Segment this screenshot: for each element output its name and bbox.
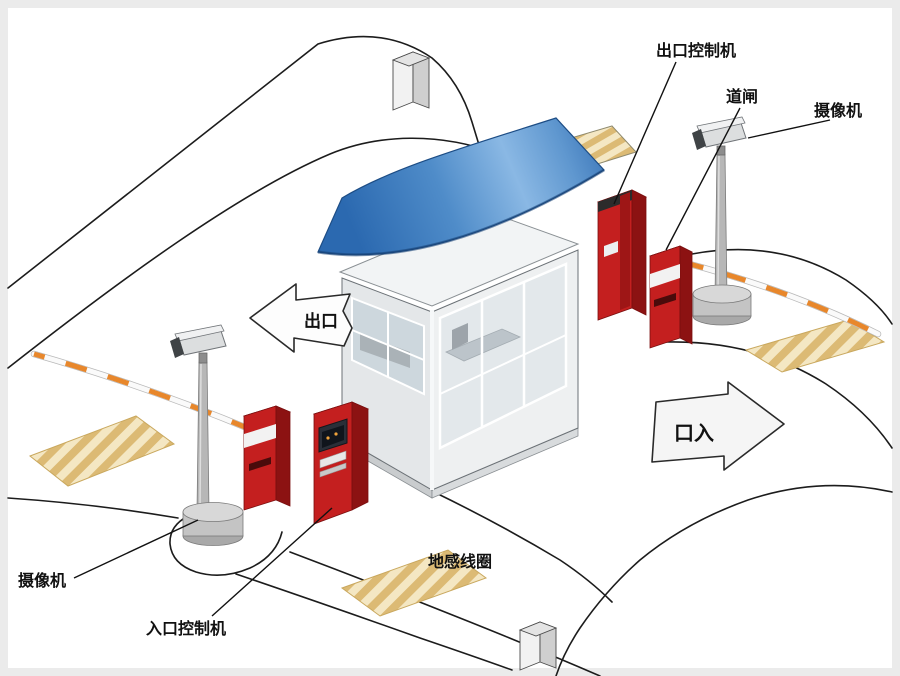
exit-barrier-band [650, 264, 680, 288]
bottom-pillar-top [518, 621, 558, 637]
label-entrance-controller: 入口控制机 [146, 619, 226, 638]
road-bottom-inner [289, 551, 601, 676]
bottom-pillar [518, 621, 558, 671]
camera-pole-top [692, 116, 752, 326]
entrance-controller-panel [319, 450, 347, 469]
entrance-barrier-side [275, 405, 291, 507]
entrance-barrier-gate [30, 350, 292, 511]
exit-controller-machine [596, 189, 648, 321]
entrance-controller-slot [319, 462, 347, 478]
road-exit-outer [691, 248, 893, 325]
entrance-direction-arrow: 口入 [651, 381, 785, 471]
canopy-front-edge [317, 168, 605, 257]
exit-direction-arrow: 出口 [249, 283, 353, 353]
camera-top-base-top [692, 284, 752, 304]
camera-pole-bottom [170, 324, 244, 546]
booth-left-window-desk [360, 334, 410, 368]
ground-loop-bottom [340, 549, 488, 617]
exit-barrier-side [679, 245, 693, 345]
entrance-barrier-arm [31, 351, 255, 433]
entrance-controller-side [351, 401, 369, 511]
entrance-controller-screen [322, 425, 344, 448]
road-booth-front [433, 491, 613, 603]
exit-barrier-gate [648, 245, 882, 349]
exit-barrier-arm-stripes [681, 259, 880, 337]
label-barrier-gate: 道闸 [726, 87, 758, 106]
road-network [7, 35, 893, 676]
exit-controller-sign [604, 241, 618, 257]
road-left-lower [7, 497, 179, 519]
top-pillar [391, 51, 431, 111]
camera-top-mount [716, 145, 726, 156]
camera-bottom-pole-highlight [199, 363, 202, 511]
entrance-arrow-text: 口入 [674, 422, 714, 445]
camera-top-lens [692, 129, 706, 150]
label-camera-top: 摄像机 [814, 101, 862, 120]
entrance-controller-led-2 [334, 432, 338, 436]
booth-left-window-mullion-h [351, 329, 425, 361]
canopy [317, 117, 637, 257]
road-exit-inner [665, 341, 893, 449]
top-pillar-top [391, 51, 431, 67]
entrance-barrier-band [244, 424, 276, 448]
road-top-left-outer [7, 35, 484, 289]
camera-top-pole-highlight [717, 155, 720, 297]
entrance-controller-machine [312, 401, 370, 525]
booth-right-transom [439, 334, 567, 395]
entrance-barrier-front [243, 405, 277, 511]
camera-bottom-pole [196, 361, 210, 513]
camera-top-pole [714, 153, 728, 299]
ground-loop-zones [28, 319, 886, 617]
label-camera-bottom: 摄像机 [18, 571, 66, 590]
exit-barrier-slot [654, 293, 676, 307]
entrance-barrier-slot [249, 457, 271, 471]
leader-camera-bottom [73, 519, 199, 579]
camera-bottom-base-top [182, 502, 244, 522]
road-entry-sweep [555, 484, 893, 676]
booth-interior-monitor [452, 323, 468, 350]
leader-exit-controller [613, 61, 677, 205]
camera-bottom-mount [198, 352, 208, 364]
camera-bottom-lens [170, 337, 184, 358]
leader-entrance-controller [211, 507, 333, 617]
exit-arrow-shape [249, 283, 353, 353]
exit-arrow-text: 出口 [304, 311, 338, 331]
entrance-arrow-shape [651, 381, 785, 471]
road-top-left-inner [7, 137, 499, 369]
ground-loop-left [28, 415, 176, 487]
label-ground-loop: 地感线圈 [428, 552, 492, 571]
ground-loop-right [744, 319, 886, 373]
entrance-controller-led-1 [326, 436, 330, 440]
exit-controller-side [631, 189, 647, 316]
label-exit-controller: 出口控制机 [656, 41, 736, 60]
leader-barrier-gate [665, 107, 741, 251]
road-bottom-outer [235, 573, 513, 671]
exit-controller-stripe [620, 192, 630, 310]
labels: 出口控制机 道闸 摄像机 摄像机 入口控制机 地感线圈 [18, 41, 862, 638]
leader-camera-top [747, 119, 831, 139]
